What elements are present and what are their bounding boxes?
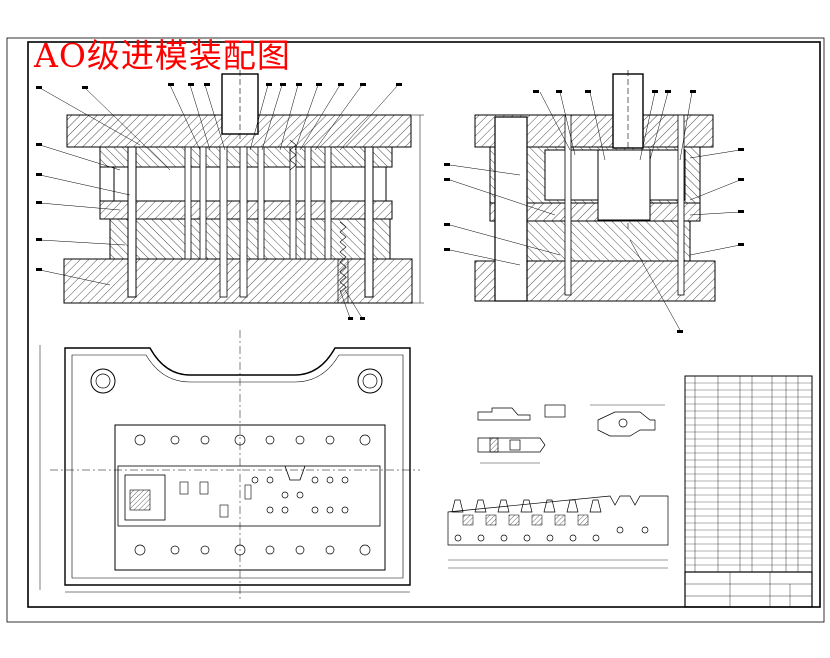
drawing-title: AO级进模装配图 (34, 36, 291, 75)
title-block (684, 571, 813, 608)
part-drawing-views (477, 404, 665, 464)
side-section-view (444, 70, 744, 333)
front-section-view (36, 70, 424, 320)
strip-layout-view (447, 495, 669, 569)
bill-of-materials-table (684, 375, 813, 573)
sheet-border (6, 37, 825, 623)
die-plan-view (39, 330, 420, 600)
